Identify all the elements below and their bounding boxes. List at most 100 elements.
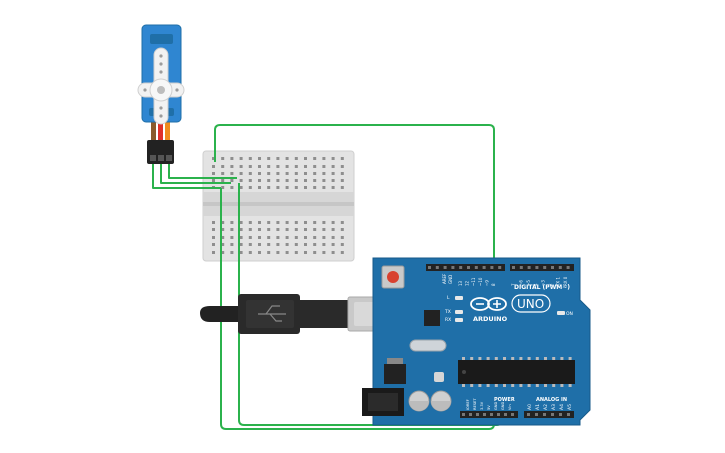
breadboard-hole[interactable] [267, 172, 271, 175]
digital-pin-hole[interactable] [551, 266, 554, 269]
breadboard-hole[interactable] [322, 236, 326, 239]
analog-pin-hole[interactable] [527, 413, 530, 416]
breadboard-hole[interactable] [267, 179, 271, 182]
analog-pin-hole[interactable] [567, 413, 570, 416]
breadboard-hole[interactable] [258, 186, 261, 189]
breadboard-hole[interactable] [276, 221, 280, 224]
servo-motor[interactable] [137, 24, 185, 164]
digital-pin-hole[interactable] [451, 266, 455, 269]
breadboard-hole[interactable] [304, 243, 307, 246]
digital-pin-hole[interactable] [558, 266, 562, 269]
breadboard-hole[interactable] [212, 236, 215, 239]
breadboard-hole[interactable] [212, 179, 215, 182]
breadboard-hole[interactable] [304, 179, 307, 182]
breadboard-hole[interactable] [322, 172, 326, 175]
breadboard-hole[interactable] [322, 179, 326, 182]
breadboard-hole[interactable] [285, 186, 289, 189]
wire-servo-lead-1[interactable] [152, 164, 221, 189]
breadboard-hole[interactable] [294, 221, 298, 224]
breadboard-hole[interactable] [230, 221, 234, 224]
breadboard-hole[interactable] [267, 228, 271, 231]
breadboard-hole[interactable] [331, 221, 335, 224]
breadboard-hole[interactable] [340, 243, 344, 246]
power-pin-hole[interactable] [497, 413, 500, 416]
breadboard-hole[interactable] [221, 236, 225, 239]
breadboard-hole[interactable] [340, 228, 344, 231]
wire-servo-lead-2[interactable] [160, 164, 231, 184]
breadboard-hole[interactable] [285, 236, 289, 239]
breadboard-hole[interactable] [322, 251, 326, 254]
breadboard-hole[interactable] [276, 157, 280, 160]
breadboard-hole[interactable] [285, 243, 289, 246]
breadboard-hole[interactable] [313, 236, 317, 239]
analog-header[interactable] [524, 411, 574, 418]
breadboard-hole[interactable] [294, 165, 298, 168]
power-pin-hole[interactable] [511, 413, 514, 416]
power-pin-hole[interactable] [469, 413, 472, 416]
breadboard-hole[interactable] [294, 179, 298, 182]
breadboard-hole[interactable] [221, 165, 225, 168]
breadboard-hole[interactable] [304, 157, 307, 160]
breadboard-hole[interactable] [267, 165, 271, 168]
breadboard-hole[interactable] [239, 221, 243, 224]
breadboard-hole[interactable] [221, 186, 225, 189]
breadboard-hole[interactable] [313, 221, 317, 224]
digital-pin-hole[interactable] [498, 266, 502, 269]
breadboard-hole[interactable] [248, 251, 252, 254]
breadboard-hole[interactable] [239, 186, 243, 189]
breadboard-hole[interactable] [212, 243, 215, 246]
breadboard-hole[interactable] [230, 251, 234, 254]
breadboard-hole[interactable] [221, 221, 225, 224]
breadboard-hole[interactable] [313, 251, 317, 254]
breadboard-hole[interactable] [230, 179, 234, 182]
breadboard-hole[interactable] [258, 221, 261, 224]
breadboard-hole[interactable] [276, 172, 280, 175]
breadboard-hole[interactable] [258, 179, 261, 182]
breadboard-hole[interactable] [331, 228, 335, 231]
digital-pin-hole[interactable] [435, 266, 439, 269]
breadboard-hole[interactable] [230, 228, 234, 231]
breadboard-hole[interactable] [239, 228, 243, 231]
digital-pin-hole[interactable] [428, 266, 431, 269]
breadboard-hole[interactable] [285, 228, 289, 231]
digital-pin-hole[interactable] [543, 266, 547, 269]
digital-header-right[interactable] [510, 264, 574, 271]
analog-pin-hole[interactable] [551, 413, 554, 416]
breadboard-hole[interactable] [313, 157, 317, 160]
power-pin-hole[interactable] [504, 413, 507, 416]
breadboard-hole[interactable] [230, 165, 234, 168]
breadboard-hole[interactable] [276, 228, 280, 231]
breadboard-hole[interactable] [230, 157, 234, 160]
wire-signal[interactable] [214, 124, 495, 268]
breadboard-hole[interactable] [294, 186, 298, 189]
breadboard-hole[interactable] [221, 157, 225, 160]
digital-pin-hole[interactable] [519, 266, 523, 269]
dc-power-jack[interactable] [362, 388, 404, 416]
breadboard-hole[interactable] [212, 157, 215, 160]
breadboard-hole[interactable] [221, 228, 225, 231]
breadboard-hole[interactable] [294, 236, 298, 239]
breadboard-hole[interactable] [221, 251, 225, 254]
breadboard-hole[interactable] [230, 172, 234, 175]
breadboard-hole[interactable] [331, 243, 335, 246]
digital-pin-hole[interactable] [512, 266, 515, 269]
breadboard-hole[interactable] [313, 165, 317, 168]
breadboard-hole[interactable] [248, 243, 252, 246]
breadboard-hole[interactable] [239, 251, 243, 254]
breadboard-hole[interactable] [239, 157, 243, 160]
breadboard-hole[interactable] [267, 221, 271, 224]
breadboard-hole[interactable] [340, 172, 344, 175]
breadboard-hole[interactable] [276, 179, 280, 182]
breadboard-hole[interactable] [267, 157, 271, 160]
breadboard-hole[interactable] [221, 179, 225, 182]
breadboard-hole[interactable] [294, 251, 298, 254]
breadboard-hole[interactable] [331, 251, 335, 254]
power-pin-hole[interactable] [476, 413, 479, 416]
breadboard-hole[interactable] [285, 251, 289, 254]
analog-pin-hole[interactable] [559, 413, 562, 416]
breadboard-hole[interactable] [340, 236, 344, 239]
breadboard-hole[interactable] [340, 179, 344, 182]
servo-horn[interactable] [137, 47, 185, 125]
digital-pin-hole[interactable] [459, 266, 463, 269]
